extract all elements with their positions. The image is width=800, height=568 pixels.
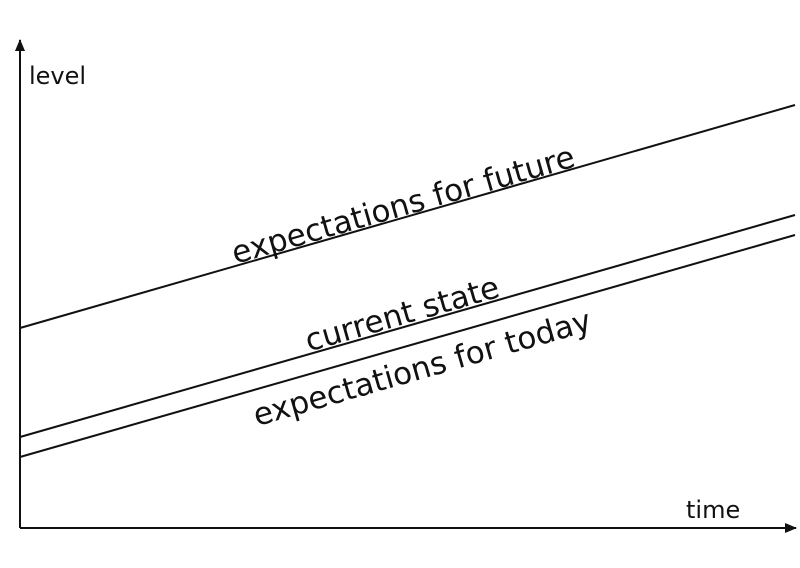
- line-expectations-today: [19, 234, 796, 458]
- line-expectations-future: [19, 104, 796, 329]
- x-axis-label: time: [686, 496, 740, 524]
- y-axis-label: level: [29, 62, 86, 90]
- line-current-state: [19, 214, 796, 438]
- label-expectations-future: expectations for future: [228, 139, 579, 272]
